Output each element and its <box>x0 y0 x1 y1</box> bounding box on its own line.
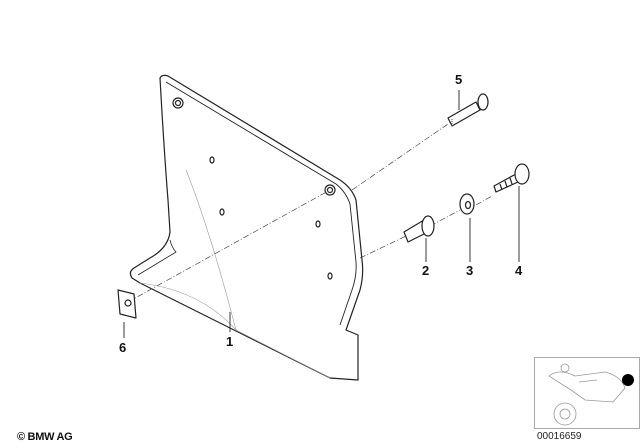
part-2-plug[interactable] <box>403 215 435 243</box>
callout-5: 5 <box>455 72 463 87</box>
part-6-clip[interactable] <box>117 289 137 319</box>
callout-6: 6 <box>119 340 127 355</box>
location-marker-dot <box>622 374 634 386</box>
callout-1: 1 <box>226 334 234 349</box>
part-3-washer[interactable] <box>459 193 475 215</box>
callout-2: 2 <box>422 263 430 278</box>
part-4-screw[interactable] <box>493 163 530 193</box>
callout-4: 4 <box>515 263 523 278</box>
copyright-text: © BMW AG <box>17 431 73 443</box>
part-1-panel[interactable] <box>129 74 364 381</box>
motorcycle-icon <box>548 363 634 426</box>
document-number: 00016659 <box>537 431 582 442</box>
part-5-bolt[interactable] <box>447 93 489 127</box>
locator-thumbnail <box>534 357 640 429</box>
callout-3: 3 <box>466 263 474 278</box>
